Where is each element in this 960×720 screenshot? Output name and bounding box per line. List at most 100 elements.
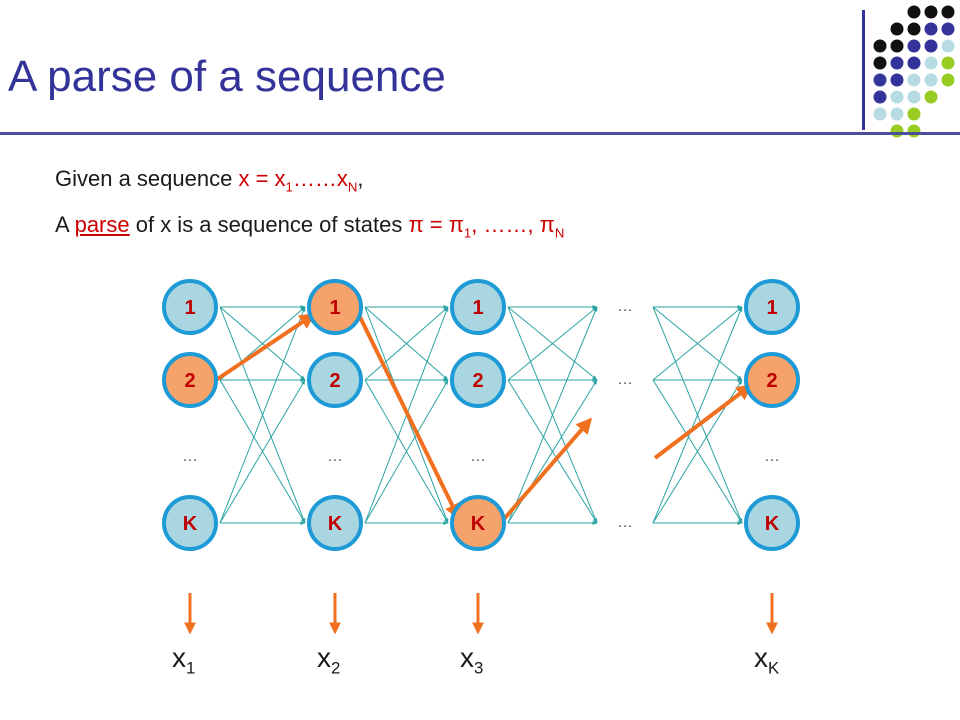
corner-dot xyxy=(924,5,938,19)
observation-base: x xyxy=(317,642,331,673)
corner-dot xyxy=(941,39,955,53)
ellipsis-label: … xyxy=(327,448,343,465)
corner-dot xyxy=(907,90,921,104)
state-node xyxy=(450,279,506,335)
sequence-definition: x = x1……xN xyxy=(238,166,358,195)
state-label: 1 xyxy=(329,297,340,319)
corner-dot xyxy=(873,56,887,70)
ellipsis-label: … xyxy=(617,371,633,388)
corner-dot xyxy=(907,39,921,53)
corner-dot xyxy=(907,107,921,121)
state-label: 1 xyxy=(184,297,195,319)
transition-edge xyxy=(652,306,743,381)
state-node-highlighted xyxy=(307,279,363,335)
transition-edge xyxy=(219,379,306,524)
state-node-highlighted xyxy=(162,352,218,408)
line1-prefix: Given a sequence xyxy=(55,166,239,191)
observation-sub: 2 xyxy=(331,658,341,678)
state-node xyxy=(744,495,800,551)
corner-dot xyxy=(873,73,887,87)
corner-dot xyxy=(890,56,904,70)
corner-dot-grid xyxy=(873,5,955,138)
corner-dot xyxy=(924,73,938,87)
state-label: 2 xyxy=(472,370,483,392)
corner-dot xyxy=(941,22,955,36)
corner-dot xyxy=(924,56,938,70)
state-node xyxy=(162,279,218,335)
seq-dots: ……x xyxy=(292,166,348,191)
corner-dot xyxy=(890,39,904,53)
observation-base: x xyxy=(172,642,186,673)
corner-dot xyxy=(907,5,921,19)
observation-label: x1 xyxy=(172,642,195,679)
corner-dot xyxy=(890,90,904,104)
state-label: K xyxy=(471,513,486,535)
transition-edge xyxy=(507,306,598,524)
corner-dot xyxy=(873,39,887,53)
corner-dot xyxy=(890,107,904,121)
seq-sub-n: N xyxy=(347,179,358,195)
corner-dot xyxy=(924,90,938,104)
ellipsis-label: … xyxy=(182,448,198,465)
text-line-2: A parse of x is a sequence of states π =… xyxy=(55,212,564,240)
line1-suffix: , xyxy=(357,166,364,191)
state-label: 2 xyxy=(184,370,195,392)
seq-sub-1: 1 xyxy=(285,179,293,195)
corner-dot xyxy=(924,22,938,36)
transition-edge xyxy=(364,306,449,381)
ellipsis-label: … xyxy=(470,448,486,465)
corner-dot xyxy=(907,22,921,36)
parse-term: parse xyxy=(74,212,130,237)
line2-b: of x is a sequence of states xyxy=(129,212,409,237)
corner-dot xyxy=(890,22,904,36)
state-label: K xyxy=(765,513,780,535)
text-line-1: Given a sequence x = x1……xN, xyxy=(55,166,364,194)
state-label: 2 xyxy=(766,370,777,392)
corner-dot xyxy=(941,56,955,70)
transition-edge xyxy=(507,306,598,381)
state-label: 2 xyxy=(329,370,340,392)
transition-edge xyxy=(219,306,306,524)
observation-label: xK xyxy=(754,642,779,679)
observation-label: x3 xyxy=(460,642,483,679)
corner-dot xyxy=(941,73,955,87)
state-sequence: π = π1, ……, πN xyxy=(408,212,565,241)
parse-path-edge xyxy=(502,417,593,521)
corner-dot xyxy=(873,90,887,104)
state-node xyxy=(450,352,506,408)
state-label: 1 xyxy=(766,297,777,319)
corner-dot xyxy=(907,56,921,70)
parse-path-edge xyxy=(214,313,316,382)
parse-path-edge xyxy=(653,384,753,460)
transition-edge xyxy=(364,379,449,524)
pi-sub-1: 1 xyxy=(463,225,472,241)
observation-base: x xyxy=(460,642,474,673)
pi-sub-n: N xyxy=(554,225,565,241)
state-node xyxy=(307,495,363,551)
state-node xyxy=(744,279,800,335)
seq-x: x = x xyxy=(238,166,286,191)
corner-dot xyxy=(890,73,904,87)
state-node-highlighted xyxy=(744,352,800,408)
observation-base: x xyxy=(754,642,768,673)
vertical-accent-rule xyxy=(862,10,865,130)
state-node xyxy=(307,352,363,408)
state-node xyxy=(162,495,218,551)
pi-eq: π = π xyxy=(408,212,464,237)
ellipsis-label: … xyxy=(617,514,633,531)
state-label: K xyxy=(328,513,343,535)
observation-label: x2 xyxy=(317,642,340,679)
state-label: K xyxy=(183,513,198,535)
transition-edge xyxy=(652,306,743,524)
observation-sub: 3 xyxy=(474,658,484,678)
title-divider xyxy=(0,132,960,135)
corner-dot xyxy=(907,73,921,87)
slide-title: A parse of a sequence xyxy=(8,52,446,101)
state-node-highlighted xyxy=(450,495,506,551)
pi-mid: , ……, π xyxy=(471,212,555,237)
ellipsis-label: … xyxy=(764,448,780,465)
corner-dot xyxy=(924,39,938,53)
observation-sub: K xyxy=(768,658,780,678)
observation-sub: 1 xyxy=(186,658,196,678)
